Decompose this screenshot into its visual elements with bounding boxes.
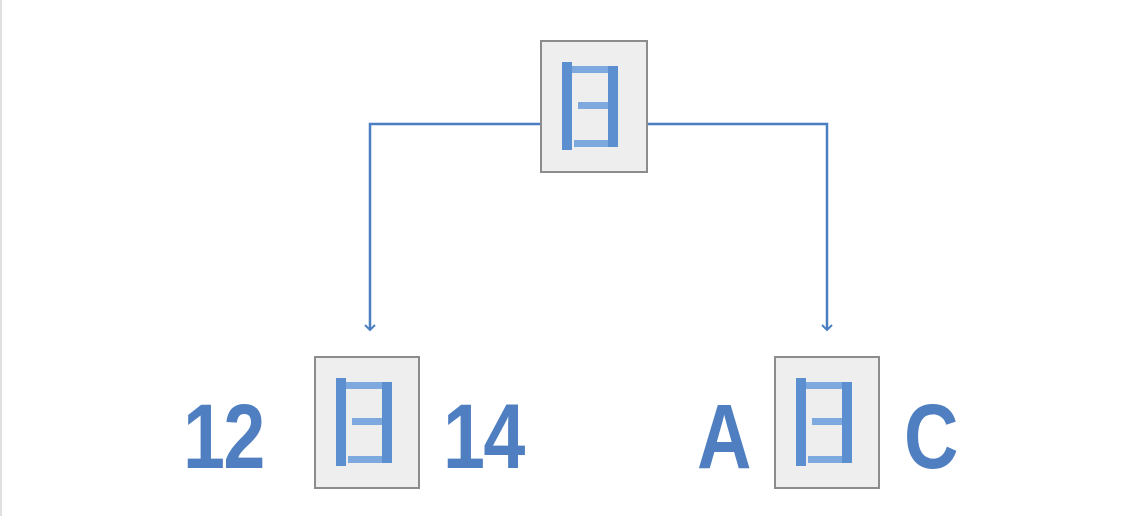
left-node-after-label: 14 — [443, 386, 525, 488]
left-node-before-label: 12 — [183, 386, 265, 488]
frame-edge — [0, 0, 2, 516]
left-node-box — [314, 356, 420, 489]
right-node-before-label: A — [697, 386, 752, 488]
right-node-box — [774, 356, 880, 489]
root-node — [540, 40, 648, 173]
connector-left — [364, 122, 541, 332]
right-node-after-label: C — [904, 386, 959, 488]
connector-right — [647, 122, 833, 332]
